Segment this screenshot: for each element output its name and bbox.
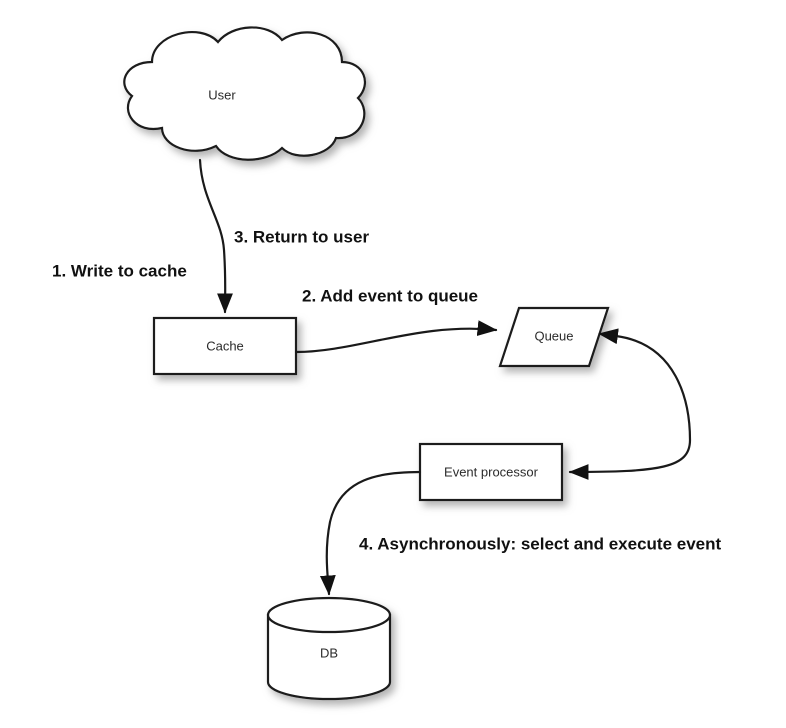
step-label-3: 3. Return to user	[234, 227, 369, 246]
step-label-2: 2. Add event to queue	[302, 286, 478, 305]
node-cache-label: Cache	[206, 338, 244, 353]
node-user-label: User	[208, 87, 236, 102]
node-queue-label: Queue	[534, 328, 573, 343]
node-event-processor-label: Event processor	[444, 464, 539, 479]
node-cache[interactable]: Cache	[152, 316, 298, 376]
step-label-1: 1. Write to cache	[52, 261, 187, 280]
step-label-4: 4. Asynchronously: select and execute ev…	[359, 534, 722, 553]
edge-queue-event-processor	[568, 328, 692, 480]
edge-event-processor-to-db	[319, 470, 422, 596]
edge-user-to-cache	[198, 158, 233, 314]
node-db-label: DB	[320, 645, 338, 660]
node-user[interactable]: User	[123, 26, 367, 161]
node-queue[interactable]: Queue	[498, 306, 610, 368]
node-db[interactable]: DB	[266, 596, 392, 701]
edge-cache-to-queue	[294, 320, 498, 354]
node-event-processor[interactable]: Event processor	[418, 442, 564, 502]
